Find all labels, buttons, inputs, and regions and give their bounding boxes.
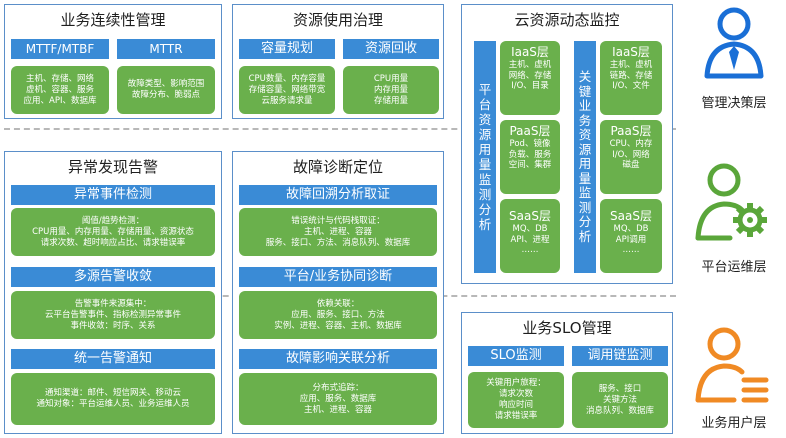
- mttf-content: 主机、存储、网络虚机、容器、服务应用、API、数据库: [11, 66, 109, 114]
- multi-source-convergence-header: 多源告警收敛: [11, 267, 215, 287]
- role-label: 管理决策层: [701, 96, 767, 111]
- collab-diagnosis-header: 平台/业务协同诊断: [239, 267, 437, 287]
- role-business-user: 业务用户层: [684, 324, 784, 434]
- unified-notification-header: 统一告警通知: [11, 349, 215, 369]
- anomaly-detection-content: 阈值/趋势检测：CPU用量、内存用量、存储用量、资源状态请求次数、超时响应占比、…: [11, 208, 215, 256]
- resource-recycle-content: CPU用量内存用量存储用量: [343, 66, 439, 114]
- panel-anomaly-alarm: 异常发现告警 异常事件检测 阈值/趋势检测：CPU用量、内存用量、存储用量、资源…: [4, 151, 222, 434]
- mttr-content: 故障类型、影响范围故障分布、脆弱点: [117, 66, 215, 114]
- role-label: 业务用户层: [701, 416, 767, 431]
- capacity-planning-content: CPU数量、内存容量存储容量、网络带宽云服务请求量: [239, 66, 335, 114]
- panel-title: 资源使用治理: [292, 11, 383, 29]
- manager-icon: [704, 7, 764, 79]
- platform-paas-layer: PaaS层 Pod、镜像负载、服务空间、集群: [500, 120, 560, 194]
- impact-analysis-header: 故障影响关联分析: [239, 349, 437, 369]
- collab-diagnosis-content: 依赖关联：应用、服务、接口、方法实例、进程、容器、主机、数据库: [239, 291, 437, 339]
- unified-notification-content: 通知渠道：邮件、短信网关、移动云通知对象：平台运维人员、业务运维人员: [11, 373, 215, 425]
- call-chain-monitor-header: 调用链监测: [572, 346, 668, 366]
- role-management: 管理决策层: [684, 4, 784, 114]
- mttr-header: MTTR: [117, 39, 215, 59]
- divider-top: [4, 128, 676, 130]
- panel-title: 业务连续性管理: [60, 11, 166, 29]
- panel-title: 云资源动态监控: [514, 11, 620, 29]
- multi-source-convergence-content: 告警事件来源集中：云平台告警事件、指标检测异常事件事件收敛：时序、关系: [11, 291, 215, 339]
- panel-title: 异常发现告警: [67, 158, 158, 176]
- fault-trace-header: 故障回溯分析取证: [239, 185, 437, 205]
- capacity-planning-header: 容量规划: [239, 39, 335, 59]
- slo-monitor-header: SLO监测: [468, 346, 564, 366]
- impact-analysis-content: 分布式追踪：应用、服务、数据库主机、进程、容器: [239, 373, 437, 425]
- fault-trace-content: 错误统计与代码栈取证：主机、进程、容器服务、接口、方法、消息队列、数据库: [239, 208, 437, 256]
- role-label: 平台运维层: [701, 260, 767, 275]
- business-user-icon: [695, 327, 769, 403]
- resource-recycle-header: 资源回收: [343, 39, 439, 59]
- platform-usage-analysis-label: 平台资源用量监测分析: [474, 41, 496, 273]
- call-chain-monitor-content: 服务、接口关键方法消息队列、数据库: [572, 372, 668, 428]
- mttf-mtbf-header: MTTF/MTBF: [11, 39, 109, 59]
- key-business-usage-analysis-label: 关键业务资源用量监测分析: [574, 41, 596, 273]
- panel-fault-diagnosis: 故障诊断定位 故障回溯分析取证 错误统计与代码栈取证：主机、进程、容器服务、接口…: [232, 151, 444, 434]
- panel-title: 故障诊断定位: [292, 158, 383, 176]
- panel-resource-governance: 资源使用治理 容量规划 资源回收 CPU数量、内存容量存储容量、网络带宽云服务请…: [232, 4, 444, 119]
- ops-engineer-icon: [695, 163, 767, 241]
- panel-title: 业务SLO管理: [522, 319, 612, 337]
- anomaly-detection-header: 异常事件检测: [11, 185, 215, 205]
- panel-business-continuity: 业务连续性管理 MTTF/MTBF MTTR 主机、存储、网络虚机、容器、服务应…: [4, 4, 222, 119]
- panel-business-slo: 业务SLO管理 SLO监测 调用链监测 关键用户旅程：请求次数响应时间请求错误率…: [461, 312, 673, 434]
- role-platform-ops: 平台运维层: [684, 158, 784, 278]
- slo-monitor-content: 关键用户旅程：请求次数响应时间请求错误率: [468, 372, 564, 428]
